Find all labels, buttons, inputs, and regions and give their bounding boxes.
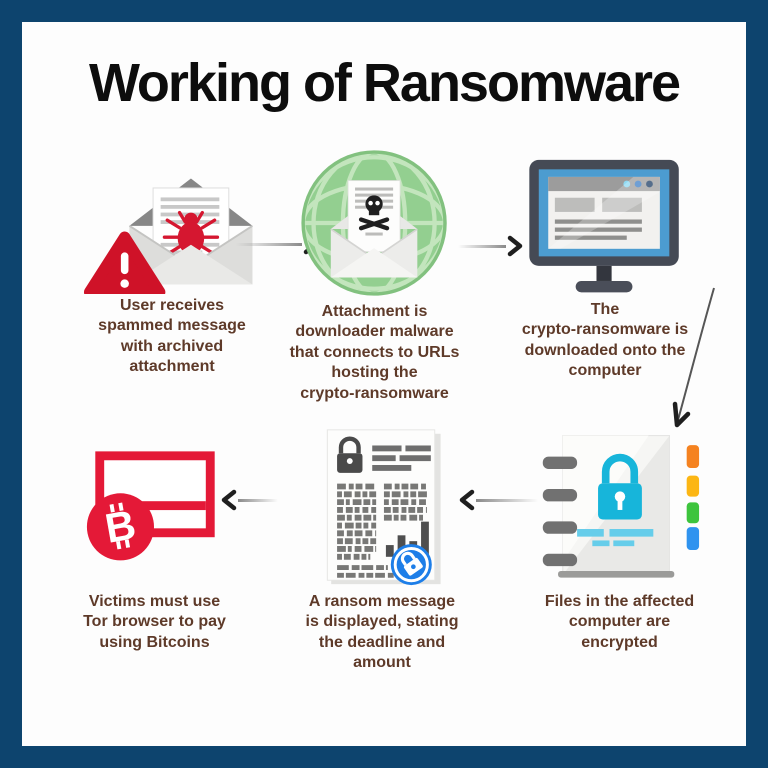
step-4: Files in the affected computer are encry… [517,428,722,653]
step-6-caption: Victims must use Tor browser to pay usin… [83,593,226,651]
arrow-line [458,244,506,248]
skull-crossbones-glyph [358,195,390,231]
step-2: Attachment is downloader malware that co… [272,146,477,404]
ransom-note-icon [280,424,484,590]
bitcoin-coin-glyph: B [86,493,155,561]
infected-computer-icon [500,158,710,298]
globe-malware-icon [272,146,477,300]
step-1: User receives spammed message with archi… [70,152,274,378]
chevron-left-icon [221,489,237,511]
arrow-line [238,498,278,502]
arrow-left-1 [458,488,538,512]
step-3: The crypto-ransomware is downloaded onto… [500,158,710,382]
blue-lock-badge [390,544,432,586]
spam-envelope-icon [70,152,274,294]
arrow-line [476,498,538,502]
binder-clips [542,456,578,567]
chevron-left-icon [459,489,475,511]
encrypted-files-icon [517,428,722,590]
step-2-caption: Attachment is downloader malware that co… [289,303,460,402]
warning-triangle-glyph [83,231,166,294]
arrow-left-2 [220,488,278,512]
cyan-lock-glyph [598,453,642,520]
arrow-curved-down [672,287,715,428]
step-5-caption: A ransom message is displayed, stating t… [305,593,459,672]
step-6: B Victims must use Tor browser to pay us… [52,442,257,653]
status-bars [686,445,700,550]
arrow-line [236,242,302,246]
step-5: A ransom message is displayed, stating t… [280,424,484,674]
bitcoin-payment-icon: B [52,442,257,590]
chevron-right-icon [507,235,523,257]
page-title: Working of Ransomware [88,53,681,113]
arrow-right-2 [458,234,524,258]
step-3-caption: The crypto-ransomware is downloaded onto… [521,301,689,380]
step-4-caption: Files in the affected computer are encry… [544,593,695,651]
dark-lock-glyph [337,436,363,473]
step-1-caption: User receives spammed message with archi… [98,297,246,376]
